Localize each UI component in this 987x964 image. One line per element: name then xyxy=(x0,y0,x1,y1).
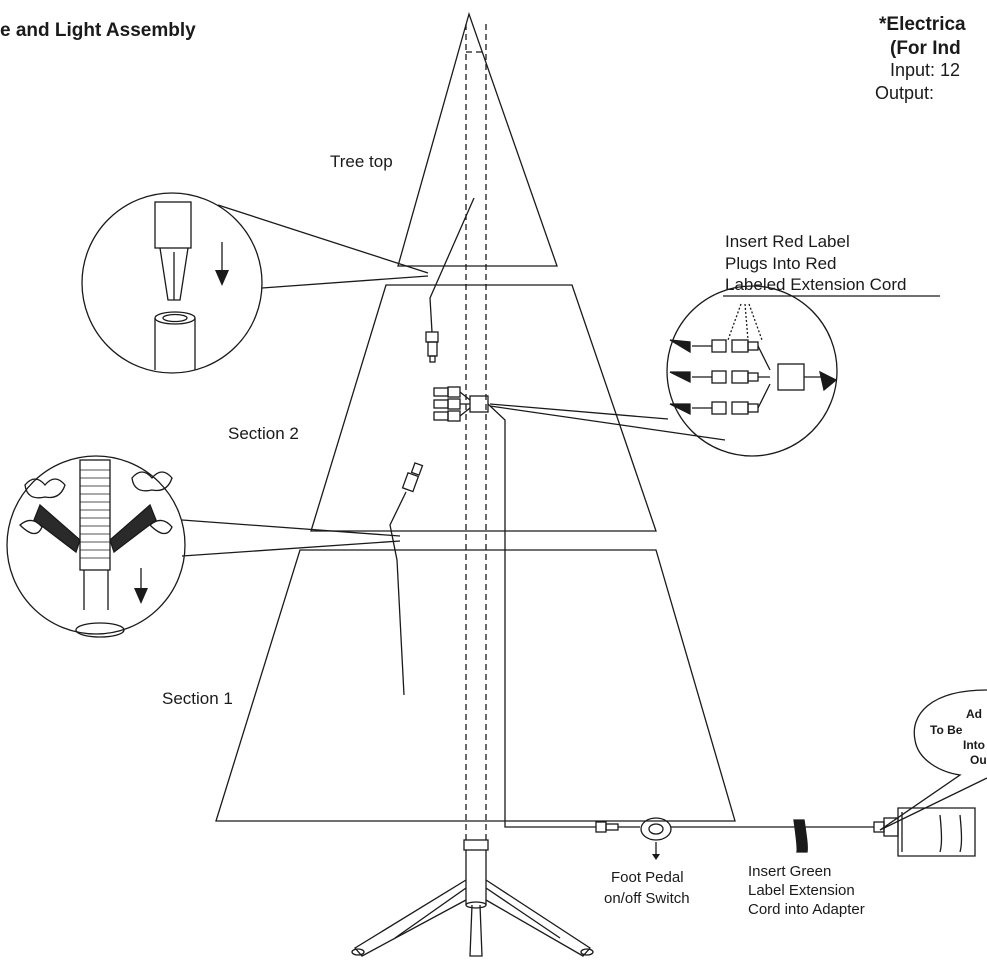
tree-top-section xyxy=(397,11,558,267)
label-green-1: Insert Green xyxy=(748,863,831,880)
center-pole xyxy=(465,24,487,840)
bubble-line-2: To Be xyxy=(930,723,963,737)
label-red-line-2: Plugs Into Red xyxy=(725,254,837,273)
detail-red-label-plugs xyxy=(489,285,838,457)
section-1-plug xyxy=(401,462,424,493)
bubble-line-3: Into xyxy=(963,738,985,752)
label-section-2: Section 2 xyxy=(228,424,299,443)
label-foot-pedal-2: on/off Switch xyxy=(604,890,690,907)
electrical-output: Output: xyxy=(875,83,934,103)
electrical-input: Input: 12 xyxy=(890,60,960,80)
power-adapter xyxy=(873,807,976,857)
tree-top-wire xyxy=(429,197,475,333)
tree-top-plug xyxy=(425,331,439,363)
label-green-3: Cord into Adapter xyxy=(748,901,865,918)
green-label-tag xyxy=(793,819,808,853)
bubble-line-1: Ad xyxy=(966,707,982,721)
label-section-1: Section 1 xyxy=(162,689,233,708)
foot-pedal-switch xyxy=(640,817,672,841)
tree-stand xyxy=(351,839,594,957)
detail-section-joint xyxy=(6,455,401,638)
section-1-shape xyxy=(215,549,736,822)
bubble-line-4: Ou xyxy=(970,753,987,767)
adapter-speech-bubble xyxy=(879,689,987,831)
label-tree-top: Tree top xyxy=(330,152,393,171)
pedal-plug xyxy=(595,821,640,833)
main-cord-to-pedal xyxy=(487,403,596,828)
electrical-heading: *Electrica xyxy=(879,14,966,35)
label-foot-pedal-1: Foot Pedal xyxy=(611,869,684,886)
section-2-shape xyxy=(310,284,657,532)
label-red-line-3: Labeled Extension Cord xyxy=(725,275,906,294)
section-1-wire xyxy=(389,491,407,696)
section-2-connector-block xyxy=(433,386,489,422)
detail-tree-top-joint xyxy=(81,192,429,374)
electrical-subheading: (For Ind xyxy=(890,38,961,59)
page-title: e and Light Assembly xyxy=(0,20,196,41)
label-red-line-1: Insert Red Label xyxy=(725,232,850,251)
label-green-2: Label Extension xyxy=(748,882,855,899)
